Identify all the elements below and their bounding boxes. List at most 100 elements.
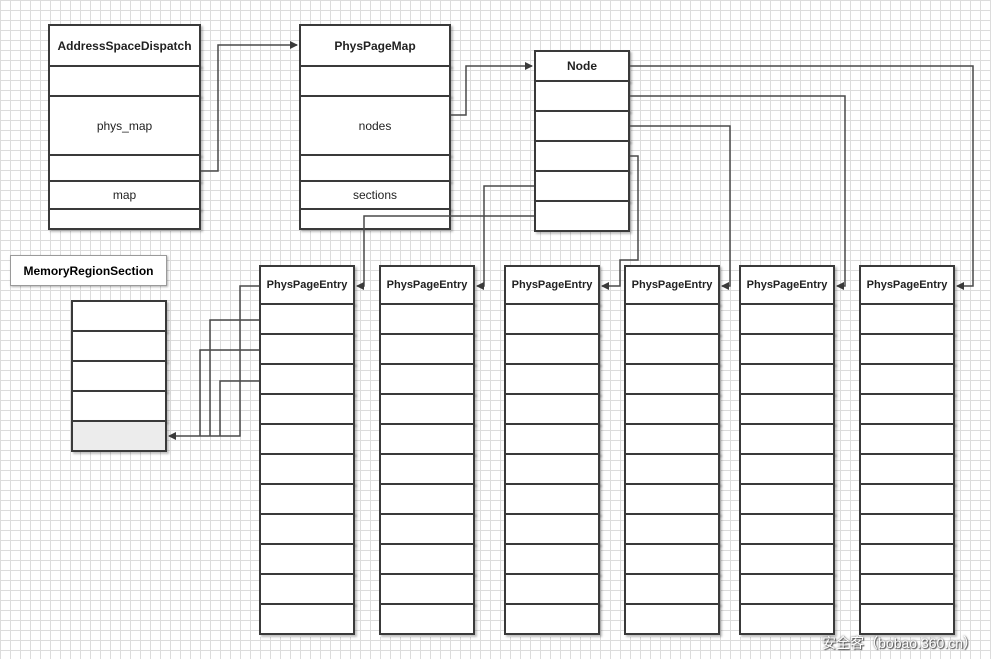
phys-page-map-field (299, 154, 451, 182)
memory-region-section-slot (71, 390, 167, 422)
memory-region-section-slot (71, 330, 167, 362)
node-title: Node (534, 50, 630, 82)
phys-page-entry-title: PhysPageEntry (504, 265, 600, 305)
phys-page-entry-slot (859, 363, 955, 395)
phys-page-map-title: PhysPageMap (299, 24, 451, 67)
phys-page-entry-title: PhysPageEntry (739, 265, 835, 305)
phys-page-map-field (299, 65, 451, 97)
phys-page-entry-slot (739, 423, 835, 455)
phys-page-entry-slot (379, 573, 475, 605)
phys-page-entry-slot (379, 333, 475, 365)
arrow-node-to-entry-5 (630, 95, 846, 290)
phys-page-entry-slot (739, 453, 835, 485)
phys-page-entry-slot (504, 363, 600, 395)
phys-page-entry-slot (624, 543, 720, 575)
arrow-node-to-entry-6 (630, 65, 974, 290)
phys-page-entry-slot (859, 603, 955, 635)
phys-page-entry-slot (504, 603, 600, 635)
phys-page-entry-slot (859, 393, 955, 425)
phys-page-entry-slot (624, 303, 720, 335)
phys-page-entry-slot (739, 363, 835, 395)
phys-page-entry-slot (259, 333, 355, 365)
address-space-dispatch-field-map: map (48, 180, 201, 210)
phys-page-entry-slot (859, 303, 955, 335)
phys-page-entry-slot (259, 453, 355, 485)
arrow-entry-to-section (168, 285, 259, 440)
memory-region-section-slot (71, 300, 167, 332)
phys-page-entry-slot (739, 303, 835, 335)
phys-page-entry-array: PhysPageEntry (624, 265, 720, 637)
phys-page-entry-slot (739, 483, 835, 515)
address-space-dispatch-field (48, 208, 201, 230)
phys-page-entry-title: PhysPageEntry (379, 265, 475, 305)
phys-page-entry-slot (504, 423, 600, 455)
node-slot (534, 200, 630, 232)
phys-page-entry-slot (739, 513, 835, 545)
phys-page-entry-slot (259, 483, 355, 515)
arrow-map-to-physpagemap (201, 41, 298, 172)
memory-region-section-array (71, 300, 167, 452)
phys-page-map-field (299, 208, 451, 230)
phys-page-entry-title: PhysPageEntry (259, 265, 355, 305)
phys-page-entry-slot (624, 573, 720, 605)
phys-page-map-field-nodes: nodes (299, 95, 451, 156)
memory-region-section-slot (71, 360, 167, 392)
phys-page-entry-slot (504, 513, 600, 545)
phys-page-entry-title: PhysPageEntry (624, 265, 720, 305)
phys-page-entry-slot (379, 453, 475, 485)
phys-page-entry-array: PhysPageEntry (739, 265, 835, 637)
phys-page-entry-slot (504, 303, 600, 335)
phys-page-entry-slot (259, 603, 355, 635)
phys-page-entry-slot (859, 543, 955, 575)
phys-page-entry-slot (259, 573, 355, 605)
phys-page-entry-slot (739, 573, 835, 605)
phys-page-entry-slot (504, 453, 600, 485)
watermark: 安全客（bobao.360.cn） (822, 635, 977, 651)
phys-page-entry-slot (259, 393, 355, 425)
phys-page-map-field-sections: sections (299, 180, 451, 210)
address-space-dispatch-struct: AddressSpaceDispatch phys_map map (48, 24, 201, 230)
phys-page-entry-array: PhysPageEntry (379, 265, 475, 637)
node-slot (534, 80, 630, 112)
node-struct: Node (534, 50, 630, 232)
arrow-node-to-entry-4 (630, 125, 731, 290)
address-space-dispatch-field (48, 65, 201, 97)
arrow-entry-to-section (199, 349, 259, 436)
phys-page-entry-slot (259, 543, 355, 575)
phys-page-entry-slot (624, 363, 720, 395)
arrow-entry-to-section (209, 319, 259, 436)
phys-page-entry-slot (379, 513, 475, 545)
phys-page-entry-title: PhysPageEntry (859, 265, 955, 305)
phys-page-entry-slot (624, 393, 720, 425)
phys-page-entry-slot (504, 483, 600, 515)
phys-page-entry-slot (859, 513, 955, 545)
phys-page-entry-slot (624, 513, 720, 545)
phys-page-entry-slot (379, 543, 475, 575)
phys-page-entry-slot (859, 423, 955, 455)
phys-page-entry-slot (259, 423, 355, 455)
address-space-dispatch-field (48, 154, 201, 182)
address-space-dispatch-title: AddressSpaceDispatch (48, 24, 201, 67)
phys-page-entry-slot (859, 333, 955, 365)
phys-page-entry-slot (379, 393, 475, 425)
node-slot (534, 170, 630, 202)
phys-page-entry-slot (379, 423, 475, 455)
phys-page-entry-slot (259, 513, 355, 545)
phys-page-entry-slot (379, 363, 475, 395)
phys-page-entry-slot (504, 573, 600, 605)
phys-page-entry-slot (859, 483, 955, 515)
phys-page-entry-slot (739, 393, 835, 425)
phys-page-entry-slot (859, 453, 955, 485)
phys-page-entry-slot (259, 303, 355, 335)
phys-page-entry-slot (624, 483, 720, 515)
arrow-nodes-to-node (451, 62, 533, 116)
phys-page-entry-slot (859, 573, 955, 605)
phys-page-entry-slot (739, 333, 835, 365)
phys-page-entry-array: PhysPageEntry (259, 265, 355, 637)
phys-page-entry-slot (624, 453, 720, 485)
phys-page-entry-array: PhysPageEntry (504, 265, 600, 637)
phys-page-entry-slot (379, 603, 475, 635)
phys-page-entry-array: PhysPageEntry (859, 265, 955, 637)
address-space-dispatch-field-phys-map: phys_map (48, 95, 201, 156)
memory-region-section-slot (71, 420, 167, 452)
